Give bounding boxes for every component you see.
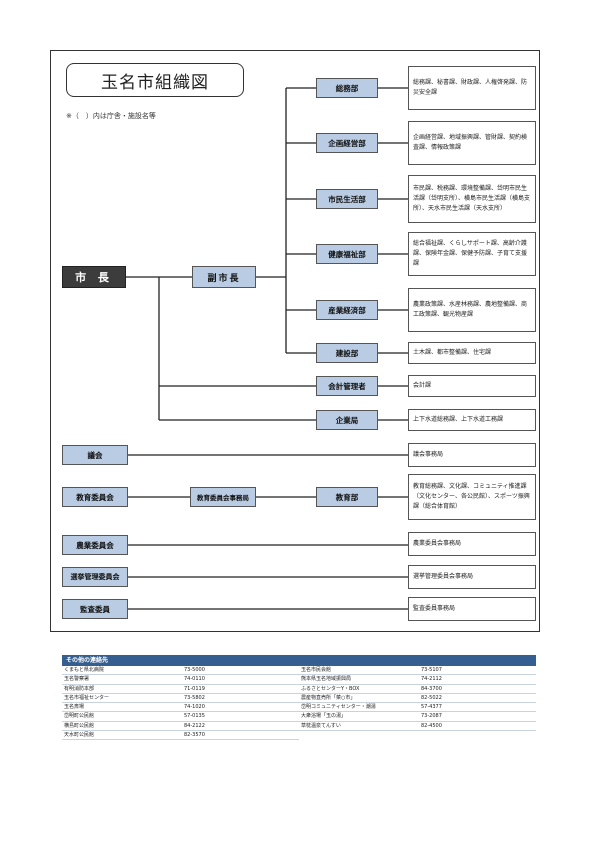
contact-name: 横島町公民館 (64, 722, 95, 729)
desc-kyoikubu: 教育総務課、文化課、コミュニティ推進課（文化センター、各公民館）、スポーツ振興課… (408, 474, 536, 520)
contact-phone: 84-2122 (184, 722, 205, 729)
dept-kikaku: 企画経営部 (316, 133, 378, 153)
desc-gikai: 議会事務局 (408, 443, 536, 467)
contact-name: 岱明町公民館 (64, 713, 95, 720)
contact-row: 岱明町公民館 57-0135 (62, 712, 299, 722)
desc-somu: 総務課、秘書課、財政課、人権啓発課、防災安全課 (408, 66, 536, 110)
contact-phone: 57-4377 (421, 704, 442, 711)
contact-row: 有明消防本部 71-0119 (62, 685, 299, 694)
contact-phone: 74-2112 (421, 676, 442, 683)
contact-row: 横島町公民館 84-2122 (62, 722, 299, 732)
contact-row: ふるさとセンターY・BOX 84-3700 (299, 685, 536, 694)
contact-row: 草枕温泉てんすい 82-4500 (299, 722, 536, 732)
dept-kyoikubu: 教育部 (316, 487, 378, 507)
contact-name: 大衆浴場「玉の湯」 (301, 713, 347, 720)
contact-row: 玉名警察署 74-0110 (62, 675, 299, 685)
body-kansa: 監査委員 (62, 599, 128, 619)
contact-name: 農産物直売所「菜○市」 (301, 694, 356, 701)
contact-phone: 74-0110 (184, 676, 205, 683)
contact-phone: 73-5107 (421, 667, 442, 673)
dept-somu: 総務部 (316, 78, 378, 98)
contact-row: 農産物直売所「菜○市」 82-5022 (299, 694, 536, 704)
contact-phone: 57-0135 (184, 713, 205, 720)
dept-kaikei: 会計管理者 (316, 376, 378, 396)
vice-mayor-box: 副市長 (192, 266, 256, 288)
desc-kigyo: 上下水道総務課、上下水道工務課 (408, 409, 536, 431)
contact-name: 玉名市民会館 (301, 667, 332, 673)
dept-kenko: 健康福祉部 (316, 244, 378, 264)
contact-phone: 73-5000 (184, 667, 205, 673)
contact-row: 玉名斎場 74-1020 (62, 703, 299, 713)
contact-phone: 82-4500 (421, 722, 442, 729)
contact-row: くまもと県北病院 73-5000 (62, 666, 299, 676)
dept-kigyo: 企業局 (316, 410, 378, 430)
desc-kansa: 監査委員事務局 (408, 597, 536, 621)
contacts-header: その他の連絡先 (62, 655, 536, 666)
contact-row: 岱明コミュニティセンター・潮湯 57-4377 (299, 703, 536, 713)
contact-phone: 73-2087 (421, 713, 442, 720)
desc-senkyo: 選挙管理委員会事務局 (408, 565, 536, 589)
contact-phone: 84-3700 (421, 685, 442, 692)
desc-kaikei: 会計課 (408, 375, 536, 397)
desc-kenko: 総合福祉課、くらしサポート課、高齢介護課、保険年金課、保健予防課、子育て支援課 (408, 232, 536, 276)
contact-row: 熊本県玉名地域振興局 74-2112 (299, 675, 536, 685)
contacts-left-column: くまもと県北病院 73-5000 玉名警察署 74-0110 有明消防本部 71-0119… (62, 666, 299, 741)
contact-name: 岱明コミュニティセンター・潮湯 (301, 704, 376, 711)
contact-name: 草枕温泉てんすい (301, 722, 341, 729)
desc-nogyo: 農業委員会事務局 (408, 532, 536, 556)
contact-name: ふるさとセンターY・BOX (301, 685, 360, 692)
contact-row: 天水町公民館 82-3570 (62, 731, 299, 741)
contact-phone: 82-3570 (184, 732, 205, 739)
contact-name: 玉名市福祉センター (64, 694, 110, 701)
desc-kikaku: 企画経営課、地域振興課、管財課、契約検査課、情報政策課 (408, 121, 536, 165)
contact-phone: 74-1020 (184, 704, 205, 711)
contacts-right-column: 玉名市民会館 73-5107 熊本県玉名地域振興局 74-2112 ふるさとセンターY・… (299, 666, 536, 740)
desc-kensetsu: 土木課、都市整備課、住宅課 (408, 342, 536, 364)
page-title: 玉名市組織図 (66, 63, 244, 97)
body-gikai: 議会 (62, 445, 128, 465)
body-senkyo: 選挙管理委員会 (62, 567, 128, 587)
contact-name: 天水町公民館 (64, 732, 95, 739)
contact-name: 有明消防本部 (64, 685, 95, 692)
contact-name: 熊本県玉名地域振興局 (301, 676, 352, 683)
contact-name: 玉名斎場 (64, 704, 85, 711)
mayor-box: 市 長 (62, 266, 126, 288)
body-kyoiku-jimukyoku: 教育委員会事務局 (190, 487, 256, 507)
dept-kensetsu: 建設部 (316, 343, 378, 363)
contact-name: 玉名警察署 (64, 676, 90, 683)
contacts-table: その他の連絡先 くまもと県北病院 73-5000 玉名警察署 74-0110 有明消防本… (62, 655, 536, 741)
dept-sangyo: 産業経済部 (316, 300, 378, 320)
contact-phone: 82-5022 (421, 694, 442, 701)
body-nogyo: 農業委員会 (62, 535, 128, 555)
contact-row: 玉名市民会館 73-5107 (299, 666, 536, 676)
contact-name: くまもと県北病院 (64, 667, 104, 673)
contact-phone: 71-0119 (184, 685, 205, 692)
contact-row: 大衆浴場「玉の湯」 73-2087 (299, 712, 536, 722)
contact-phone: 73-5802 (184, 694, 205, 701)
dept-shimin: 市民生活部 (316, 189, 378, 209)
body-kyoiku-iinkai: 教育委員会 (62, 487, 128, 507)
desc-shimin: 市民課、税務課、環境整備課、岱明市民生活課（岱明支所）、横島市民生活課（横島支所… (408, 175, 536, 223)
note-text: ※（ ）内は庁舎・施設名等 (66, 112, 156, 120)
desc-sangyo: 農業政策課、水産林務課、農地整備課、商工政策課、観光物産課 (408, 288, 536, 332)
contact-row: 玉名市福祉センター 73-5802 (62, 694, 299, 704)
